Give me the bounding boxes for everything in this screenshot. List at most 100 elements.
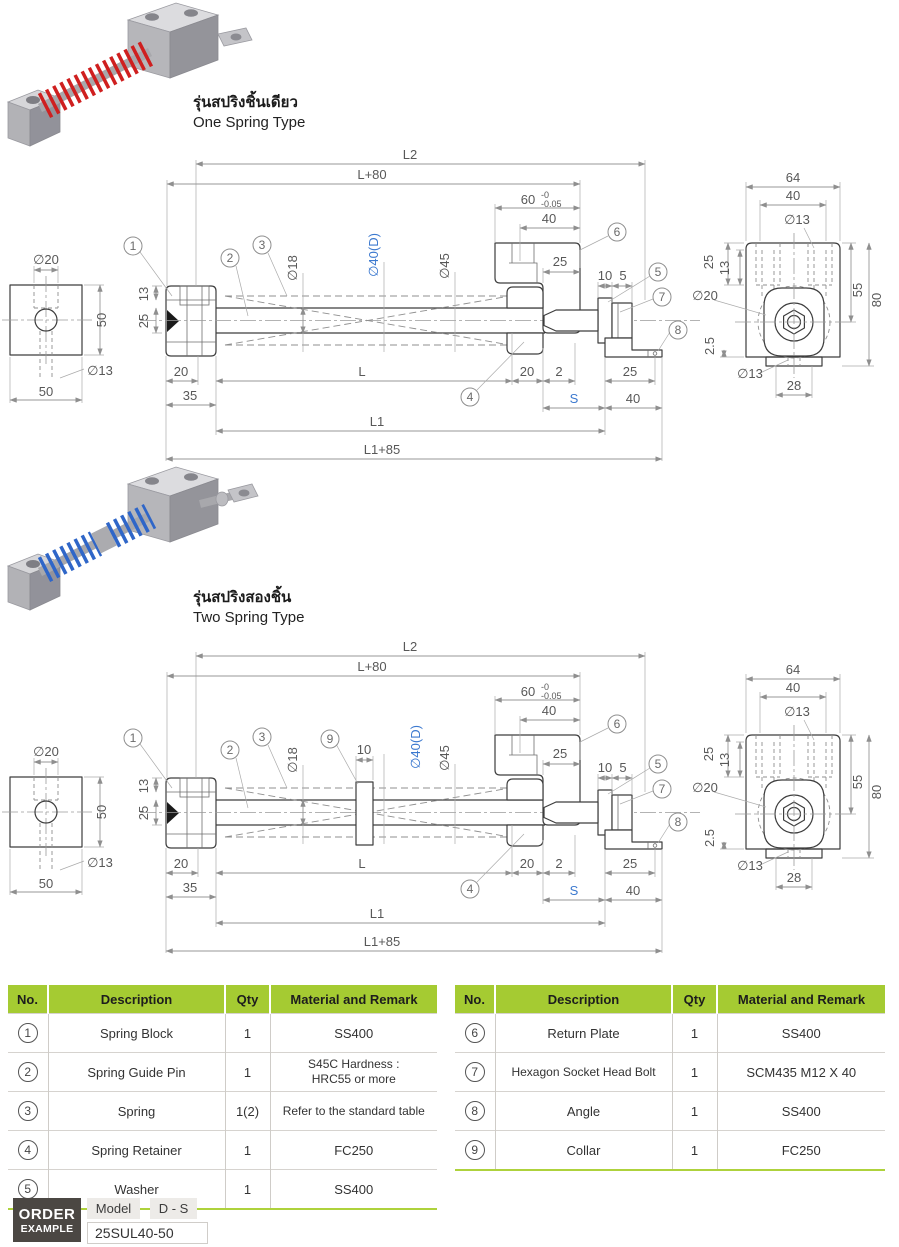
sideview-40: 40 (786, 680, 800, 695)
callout-2: 2 (227, 743, 234, 757)
one-spring-photo (6, 2, 253, 147)
table-row: 8 Angle 1 SS400 (455, 1091, 885, 1131)
callout-5: 5 (655, 757, 662, 771)
part-material: FC250 (717, 1130, 885, 1170)
sideview-dia20: ∅20 (692, 780, 718, 795)
part-qty: 1 (672, 1052, 718, 1092)
sideview-dia13-top: ∅13 (784, 212, 810, 227)
dim-35: 35 (183, 388, 197, 403)
dim-60-tol-lower: -0.05 (541, 691, 562, 701)
dim-dia45: ∅45 (437, 745, 452, 771)
part-number-badge: 8 (464, 1101, 485, 1121)
table-row: 1 Spring Block 1 SS400 (8, 1013, 437, 1053)
col-header-no: No. (8, 985, 49, 1014)
col-header-qty: Qty (672, 985, 718, 1014)
parts-table-left: No. Description Qty Material and Remark … (8, 985, 437, 1210)
part-number-badge: 5 (17, 1179, 38, 1199)
two-spring-caption: รุ่นสปริงสองชิ้น Two Spring Type (193, 588, 304, 629)
table-row: 7 Hexagon Socket Head Bolt 1 SCM435 M12 … (455, 1052, 885, 1092)
col-header-description: Description (48, 985, 226, 1014)
dim-2: 2 (555, 364, 562, 379)
part-number-badge: 9 (464, 1140, 485, 1160)
callout-6: 6 (614, 225, 621, 239)
callout-5: 5 (655, 265, 662, 279)
dim-25-v: 25 (136, 806, 151, 820)
dim-13-v: 13 (136, 779, 151, 793)
dim-L: L (358, 364, 365, 379)
sideview-80: 80 (869, 785, 884, 799)
dim-dia40d: ∅40(D) (408, 725, 423, 769)
sideview-25: 25 (701, 747, 716, 761)
part-number-badge: 1 (17, 1023, 38, 1043)
blockview-dia13: ∅13 (87, 855, 113, 870)
dim-25-v: 25 (136, 314, 151, 328)
dim-40-bottom: 40 (626, 883, 640, 898)
part-qty: 1 (225, 1013, 271, 1053)
dim-dia45: ∅45 (437, 253, 452, 279)
one-spring-drawing: L2 L+80 60 -0 -0.05 40 25 10 5 ∅18 ∅40(D… (0, 147, 884, 475)
dim-20-right: 20 (520, 856, 534, 871)
order-label: ORDER (18, 1205, 76, 1223)
red-spring-coil (37, 40, 155, 119)
dim-60-tol-upper: -0 (541, 682, 549, 692)
part-qty: 1 (672, 1013, 718, 1053)
dim-25-right: 25 (623, 364, 637, 379)
one-spring-caption-thai: รุ่นสปริงชิ้นเดียว (193, 94, 298, 111)
sideview-2-5: 2.5 (702, 337, 717, 355)
table-header-row: No. Description Qty Material and Remark (455, 985, 885, 1014)
part-description: Return Plate (495, 1013, 673, 1053)
col-header-description: Description (495, 985, 673, 1014)
drawing1-labels: L2 L+80 60 -0 -0.05 40 25 10 5 ∅18 ∅40(D… (33, 147, 884, 457)
table-row: 6 Return Plate 1 SS400 (455, 1013, 885, 1053)
dim-60: 60 (521, 684, 535, 699)
part-material: SS400 (270, 1013, 437, 1053)
part-number-badge: 3 (17, 1101, 38, 1121)
table-row: 3 Spring 1(2) Refer to the standard tabl… (8, 1091, 437, 1131)
callout-3: 3 (259, 730, 266, 744)
sideview-40: 40 (786, 188, 800, 203)
dim-dia40d: ∅40(D) (366, 233, 381, 277)
dim-S: S (570, 391, 579, 406)
dim-L1: L1 (370, 414, 384, 429)
blockview-50-right: 50 (94, 805, 109, 819)
callout-1: 1 (130, 239, 137, 253)
dim-L: L (358, 856, 365, 871)
dim-60-tol-lower: -0.05 (541, 199, 562, 209)
two-spring-caption-english: Two Spring Type (193, 609, 305, 627)
part-qty: 1 (672, 1130, 718, 1170)
two-spring-caption-thai: รุ่นสปริงสองชิ้น (193, 589, 292, 606)
blockview-dia13: ∅13 (87, 363, 113, 378)
col-header-material: Material and Remark (717, 985, 885, 1014)
dim-20-left: 20 (174, 856, 188, 871)
blockview-50-bottom: 50 (39, 384, 53, 399)
dim-25-plate: 25 (553, 746, 567, 761)
part-qty: 1 (225, 1130, 271, 1170)
dim-35: 35 (183, 880, 197, 895)
callout-3: 3 (259, 238, 266, 252)
col-header-qty: Qty (225, 985, 271, 1014)
dim-20-right: 20 (520, 364, 534, 379)
sideview-55: 55 (850, 283, 865, 297)
sideview-13: 13 (717, 753, 732, 767)
sideview-13: 13 (717, 261, 732, 275)
example-label: EXAMPLE (20, 1222, 74, 1235)
part-qty: 1 (672, 1091, 718, 1131)
mount-block-3d (126, 2, 253, 79)
dim-25-right: 25 (623, 856, 637, 871)
blockview-50-bottom: 50 (39, 876, 53, 891)
dim-40-top: 40 (542, 703, 556, 718)
sideview-dia13-top: ∅13 (784, 704, 810, 719)
dim-5: 5 (619, 760, 626, 775)
part-material: SS400 (270, 1169, 437, 1209)
dim-l2: L2 (403, 147, 417, 162)
part-description: Spring Guide Pin (48, 1052, 226, 1092)
one-spring-caption: รุ่นสปริงชิ้นเดียว One Spring Type (193, 93, 305, 134)
dim-25-plate: 25 (553, 254, 567, 269)
callout-9: 9 (327, 732, 334, 746)
dim-dia18: ∅18 (285, 255, 300, 281)
part-qty: 1 (225, 1052, 271, 1092)
dim-collar-10: 10 (357, 742, 371, 757)
sideview-28: 28 (787, 378, 801, 393)
end-block-3d (6, 89, 62, 147)
table-row: 4 Spring Retainer 1 FC250 (8, 1130, 437, 1170)
